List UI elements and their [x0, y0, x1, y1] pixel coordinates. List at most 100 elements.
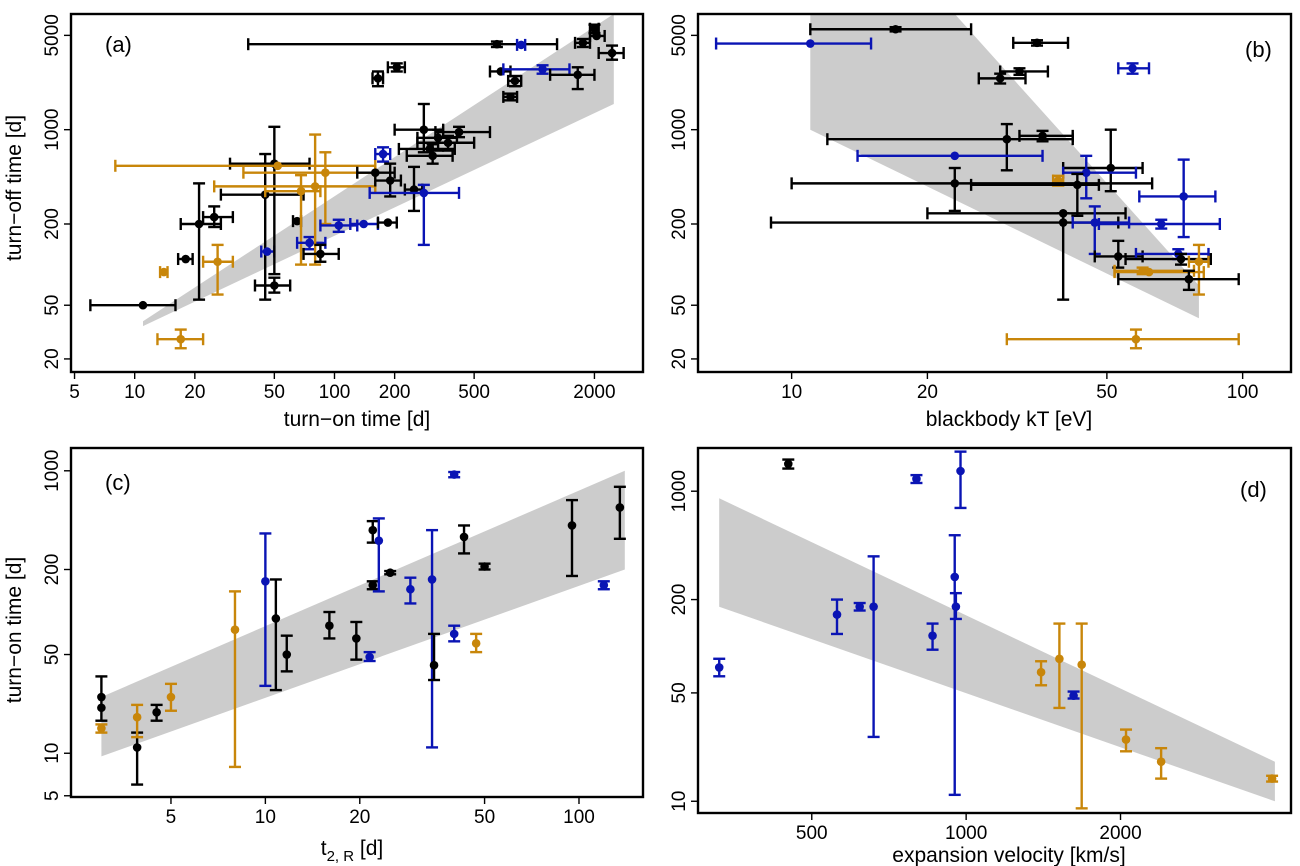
- marker: [97, 724, 106, 733]
- marker: [282, 650, 292, 659]
- y-tick-label: 50: [42, 644, 63, 665]
- data-point: [856, 149, 1044, 162]
- data-point: [386, 61, 407, 74]
- marker: [869, 602, 878, 611]
- marker: [912, 474, 921, 484]
- marker: [1058, 218, 1068, 227]
- plot-area: [95, 470, 626, 786]
- data-point: [356, 166, 396, 179]
- data-point: [613, 485, 626, 540]
- confidence-band: [719, 498, 1275, 802]
- marker: [273, 161, 283, 171]
- data-point: [428, 632, 441, 682]
- y-tick-label: 50: [42, 295, 63, 316]
- x-tick-label: 50: [264, 382, 285, 403]
- marker: [510, 76, 520, 86]
- y-tick-label: 1000: [42, 450, 63, 492]
- marker: [213, 257, 222, 267]
- marker: [590, 24, 599, 34]
- marker: [368, 580, 378, 590]
- x-tick-label: 10: [255, 807, 276, 828]
- x-tick-label: 10: [124, 382, 145, 403]
- data-point: [565, 498, 578, 578]
- data-point: [114, 159, 377, 172]
- data-point: [448, 624, 461, 643]
- marker: [427, 575, 437, 584]
- plot-area: [713, 450, 1279, 810]
- data-point: [926, 622, 939, 651]
- x-tick-label: 2000: [573, 382, 615, 403]
- y-axis-title: turn−on time [d]: [3, 557, 26, 704]
- data-point: [434, 125, 492, 139]
- data-point: [371, 70, 385, 88]
- marker: [292, 216, 302, 226]
- data-point: [384, 568, 397, 577]
- data-point: [809, 23, 973, 36]
- marker: [607, 48, 617, 58]
- data-point: [253, 276, 292, 294]
- marker: [592, 31, 601, 41]
- marker: [1077, 660, 1086, 670]
- data-point: [156, 328, 205, 350]
- marker: [429, 660, 439, 670]
- data-point: [374, 162, 403, 198]
- marker: [365, 652, 374, 662]
- marker: [159, 267, 169, 277]
- data-point: [1266, 774, 1279, 783]
- data-point: [201, 205, 235, 229]
- marker: [1032, 38, 1042, 48]
- marker: [950, 179, 960, 188]
- data-point: [714, 37, 873, 50]
- data-point: [158, 266, 169, 279]
- marker: [615, 503, 625, 512]
- marker: [492, 39, 502, 49]
- marker: [573, 70, 583, 80]
- marker: [506, 92, 515, 102]
- data-point: [1187, 243, 1210, 296]
- data-point: [853, 601, 866, 612]
- marker: [1131, 334, 1141, 344]
- marker: [599, 580, 609, 590]
- marker: [956, 466, 965, 476]
- plot-area: [714, 14, 1240, 350]
- data-point: [1005, 328, 1240, 350]
- marker: [97, 692, 106, 702]
- marker: [1002, 134, 1012, 144]
- confidence-band: [810, 14, 1199, 319]
- marker: [368, 525, 378, 535]
- marker: [995, 74, 1005, 83]
- y-tick-label: 10: [42, 743, 63, 764]
- data-point: [1053, 622, 1066, 710]
- marker: [132, 743, 142, 752]
- marker: [383, 218, 393, 227]
- marker: [950, 151, 960, 161]
- marker: [406, 584, 415, 594]
- data-point: [478, 562, 491, 571]
- data-point: [269, 578, 282, 692]
- marker: [1073, 180, 1082, 190]
- marker: [1015, 67, 1024, 76]
- marker: [97, 703, 106, 713]
- data-point: [969, 172, 1101, 218]
- x-tick-label: 100: [563, 807, 595, 828]
- data-point: [179, 182, 223, 301]
- marker: [855, 602, 864, 611]
- data-point: [977, 72, 1027, 85]
- y-tick-label: 1000: [669, 109, 690, 151]
- marker: [454, 127, 464, 137]
- data-point: [247, 38, 559, 51]
- marker: [1194, 257, 1204, 267]
- marker: [538, 65, 547, 74]
- marker: [419, 188, 429, 198]
- data-point: [713, 657, 726, 678]
- data-point: [176, 253, 194, 266]
- data-point: [1120, 728, 1133, 753]
- data-point: [228, 125, 311, 276]
- marker: [166, 692, 176, 702]
- y-tick-label: 10: [669, 791, 690, 812]
- data-point: [131, 703, 144, 739]
- x-axis-title: turn−on time [d]: [284, 408, 431, 431]
- marker: [1055, 654, 1064, 664]
